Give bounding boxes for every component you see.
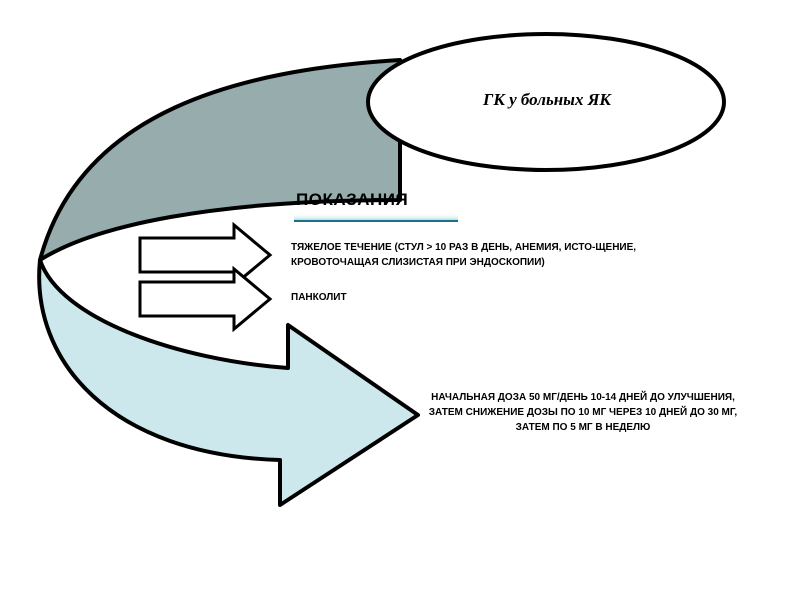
heading-bar	[294, 214, 458, 222]
heading-underline	[294, 220, 458, 222]
title-ellipse	[366, 32, 726, 172]
dosage-text: НАЧАЛЬНАЯ ДОЗА 50 МГ/ДЕНЬ 10-14 ДНЕЙ ДО …	[428, 392, 738, 433]
indication-arrow-1	[138, 221, 273, 289]
indications-heading: ПОКАЗАНИЯ	[296, 190, 409, 209]
title: ГК у больных ЯК	[483, 90, 611, 109]
curved-arrow-back	[38, 58, 402, 262]
indication-severe-course: ТЯЖЕЛОЕ ТЕЧЕНИЕ (СТУЛ > 10 РАЗ В ДЕНЬ, А…	[291, 242, 637, 268]
curved-arrow-front	[37, 258, 420, 507]
indication-pancolitis: ПАНКОЛИТ	[291, 292, 347, 303]
indication-arrow-2	[138, 265, 273, 333]
